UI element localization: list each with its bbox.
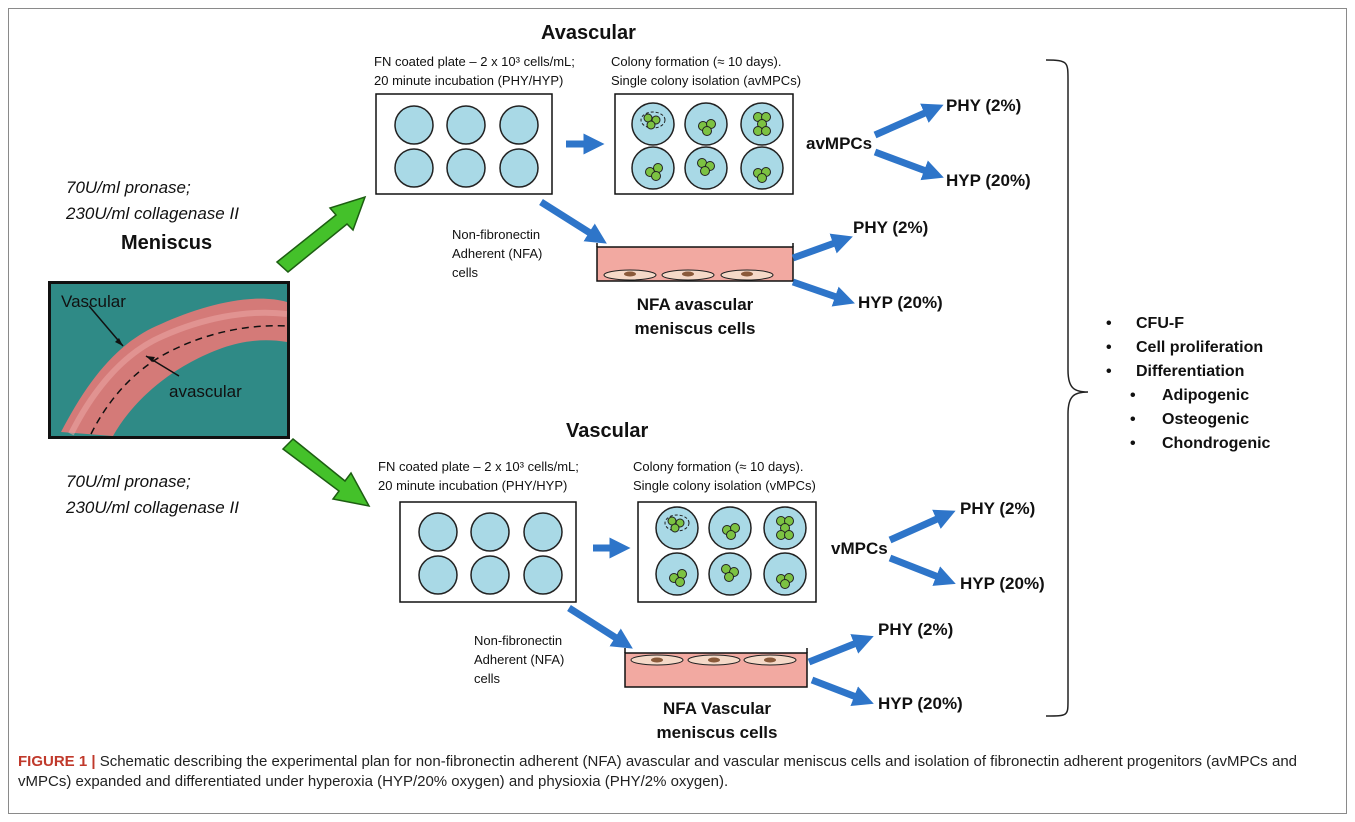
vmpcs-hyp-label: HYP (20%): [960, 574, 1045, 593]
assay-subitem-osteogenic: •Osteogenic: [1130, 411, 1250, 428]
fn-plate-avascular-line1: FN coated plate – 2 x 10³ cells/mL;: [374, 54, 575, 69]
vmpcs-label: vMPCs: [831, 539, 888, 558]
fn-plate-avascular-line2: 20 minute incubation (PHY/HYP): [374, 73, 564, 88]
colony-avascular-line1: Colony formation (≈ 10 days).: [611, 54, 782, 69]
nfa-avascular-title: NFA avascular meniscus cells: [600, 293, 790, 341]
arrow-vmpcs-phy: [888, 509, 956, 544]
figure-frame: [8, 8, 1347, 814]
section-title-avascular: Avascular: [541, 22, 636, 44]
nfa-avascular-line2: meniscus cells: [634, 319, 756, 338]
digestion-avascular-line1: 70U/ml pronase;: [66, 178, 191, 197]
plate-wells-avascular: [394, 105, 539, 188]
plate-wells-vascular: [418, 512, 563, 595]
colony-vascular-line1: Colony formation (≈ 10 days).: [633, 459, 804, 474]
nfa-vascular-title: NFA Vascular meniscus cells: [624, 697, 810, 745]
avmpcs-label: avMPCs: [806, 134, 873, 153]
digestion-avascular-line2: 230U/ml collagenase II: [66, 204, 239, 223]
vmpcs-phy-label: PHY (2%): [960, 499, 1036, 518]
nfa-vascular-line2: meniscus cells: [656, 723, 778, 742]
nfa-cells-avascular-line2: Adherent (NFA): [452, 246, 543, 261]
assay-item-proliferation: •Cell proliferation: [1106, 339, 1264, 356]
nfa-vascular-hyp-label: HYP (20%): [878, 694, 963, 713]
digestion-vascular-line2: 230U/ml collagenase II: [66, 498, 239, 517]
colony-vascular-line2: Single colony isolation (vMPCs): [633, 478, 816, 493]
nfa-avascular-line1: NFA avascular: [636, 295, 754, 314]
arrow-nfa-vascular-phy: [807, 634, 874, 666]
nfa-dish-vascular: [624, 648, 808, 688]
photo-label-avascular: avascular: [169, 382, 242, 401]
nfa-vascular-phy-label: PHY (2%): [878, 620, 954, 639]
colonies-avascular: [640, 111, 771, 183]
arrow-vmpcs-hyp: [888, 554, 956, 586]
green-arrow-vascular: [281, 437, 371, 508]
assay-subitem-chondrogenic: •Chondrogenic: [1130, 435, 1271, 452]
fn-plate-vascular-line2: 20 minute incubation (PHY/HYP): [378, 478, 568, 493]
assay-subitem-adipogenic: •Adipogenic: [1130, 387, 1250, 404]
assay-item-cfu: •CFU-F: [1106, 315, 1184, 332]
arrow-to-nfa-vascular: [567, 605, 633, 649]
meniscus-image: [51, 284, 287, 436]
colony-avascular-line2: Single colony isolation (avMPCs): [611, 73, 802, 88]
meniscus-label: Meniscus: [121, 232, 213, 254]
arrow-nfa-avascular-phy: [791, 233, 853, 262]
nfa-cells-avascular-line1: Non-fibronectin: [452, 227, 541, 242]
figure-caption: FIGURE 1 | Schematic describing the expe…: [18, 752, 1340, 792]
nfa-avascular-phy-label: PHY (2%): [853, 218, 929, 237]
arrow-avmpcs-phy: [873, 103, 944, 139]
avmpcs-phy-label: PHY (2%): [946, 96, 1022, 115]
caption-text: Schematic describing the experimental pl…: [18, 753, 1298, 790]
arrow-nfa-vascular-hyp: [810, 676, 874, 707]
nfa-vascular-line1: NFA Vascular: [662, 699, 772, 718]
fn-plate-vascular-line1: FN coated plate – 2 x 10³ cells/mL;: [378, 459, 579, 474]
assay-list: •CFU-F •Cell proliferation •Differentiat…: [1102, 312, 1270, 456]
caption-head: FIGURE 1 |: [18, 753, 96, 770]
nfa-cells-vascular-line3: cells: [474, 671, 501, 686]
green-arrow-avascular: [275, 195, 367, 273]
curly-brace: [1045, 59, 1089, 717]
colonies-vascular: [664, 514, 794, 589]
avmpcs-hyp-label: HYP (20%): [946, 171, 1031, 190]
nfa-cells-vascular-line1: Non-fibronectin: [474, 633, 563, 648]
nfa-cells-vascular-line2: Adherent (NFA): [474, 652, 565, 667]
assay-item-differentiation: •Differentiation: [1106, 363, 1245, 380]
nfa-avascular-hyp-label: HYP (20%): [858, 293, 943, 312]
arrow-nfa-avascular-hyp: [791, 278, 855, 307]
nfa-dish-avascular: [596, 243, 794, 282]
digestion-vascular-line1: 70U/ml pronase;: [66, 472, 191, 491]
nfa-cells-avascular-line3: cells: [452, 265, 479, 280]
arrow-avmpcs-hyp: [873, 148, 944, 181]
section-title-vascular: Vascular: [566, 420, 649, 442]
arrow-to-nfa-avascular: [539, 199, 607, 244]
photo-label-vascular: Vascular: [61, 292, 126, 311]
meniscus-photo: Vascular avascular: [48, 281, 290, 439]
